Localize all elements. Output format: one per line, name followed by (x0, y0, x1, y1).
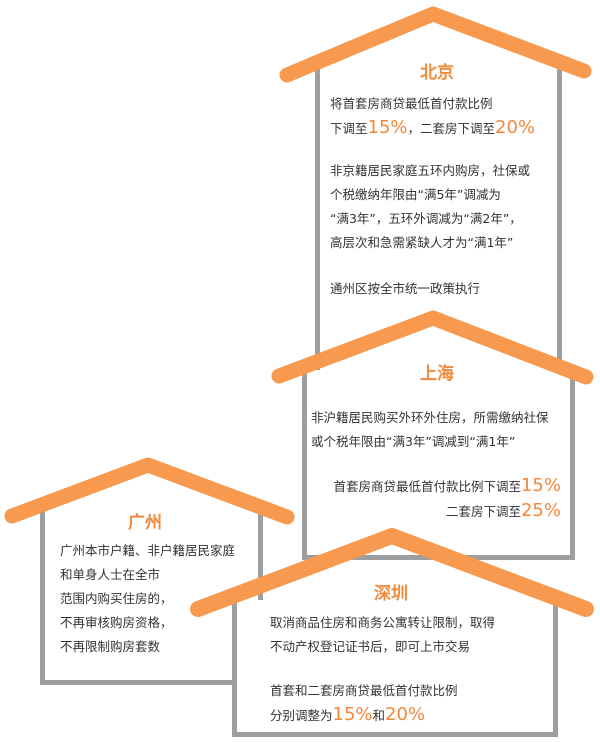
text-line: 取消商品住房和商务公寓转让限制，取得 (270, 615, 496, 630)
text-line: 不再审核购房资格， (60, 615, 173, 630)
text-line: 首套房商贷最低首付款比例下调至15% (333, 475, 561, 496)
text-line: 分别调整为15%和20% (270, 704, 426, 725)
text-line: 非沪籍居民购买外环外住房，所需缴纳社保 (311, 410, 549, 425)
city-title: 上海 (420, 364, 454, 384)
text-line: 不动产权登记证书后，即可上市交易 (270, 639, 471, 654)
text-line: 广州本市户籍、非户籍居民家庭 (60, 543, 236, 558)
policy-text: 取消商品住房和商务公寓转让限制，取得 不动产权登记证书后，即可上市交易 首套和二… (270, 611, 495, 728)
text-line: 非京籍居民家庭五环内购房，社保或 (330, 163, 531, 178)
policy-text: 将首套房商贷最低首付款比例 下调至15%，二套房下调至20% 非京籍居民家庭五环… (330, 92, 535, 301)
text-line: “满3年”，五环外调减为“满2年”， (330, 211, 522, 226)
text-line: 和单身人士在全市 (60, 567, 161, 582)
text-line: 高层次和急需紧缺人才为“满1年” (330, 235, 514, 250)
city-title: 广州 (128, 513, 162, 533)
house-wall (40, 505, 263, 685)
text-line: 不再限制购房套数 (60, 639, 161, 654)
policy-text: 非沪籍居民购买外环外住房，所需缴纳社保 或个税年限由“满3年”调减到“满1年” … (311, 406, 561, 524)
text-line: 首套和二套房商贷最低首付款比例 (270, 683, 458, 698)
ratio-value: 15% (332, 704, 373, 725)
ratio-value: 15% (367, 117, 408, 138)
ratio-value: 20% (385, 704, 426, 725)
text-line: 下调至15%，二套房下调至20% (330, 117, 536, 138)
house-wall (232, 600, 558, 737)
ratio-value: 25% (520, 500, 561, 521)
text-line: 将首套房商贷最低首付款比例 (330, 96, 493, 111)
text-line: 范围内购买住房的， (60, 591, 173, 606)
city-title: 深圳 (374, 584, 408, 604)
ratio-value: 20% (495, 117, 536, 138)
text-line: 二套房下调至25% (445, 500, 561, 521)
text-line: 个税缴纳年限由“满5年”调减为 (330, 187, 501, 202)
ratio-value: 15% (520, 475, 561, 496)
city-title: 北京 (420, 63, 454, 83)
policy-text: 广州本市户籍、非户籍居民家庭 和单身人士在全市 范围内购买住房的， 不再审核购房… (60, 539, 235, 659)
house-wall (302, 370, 575, 560)
text-line: 通州区按全市统一政策执行 (330, 281, 481, 296)
text-line: 或个税年限由“满3年”调减到“满1年” (311, 434, 516, 449)
house-wall (315, 60, 562, 380)
